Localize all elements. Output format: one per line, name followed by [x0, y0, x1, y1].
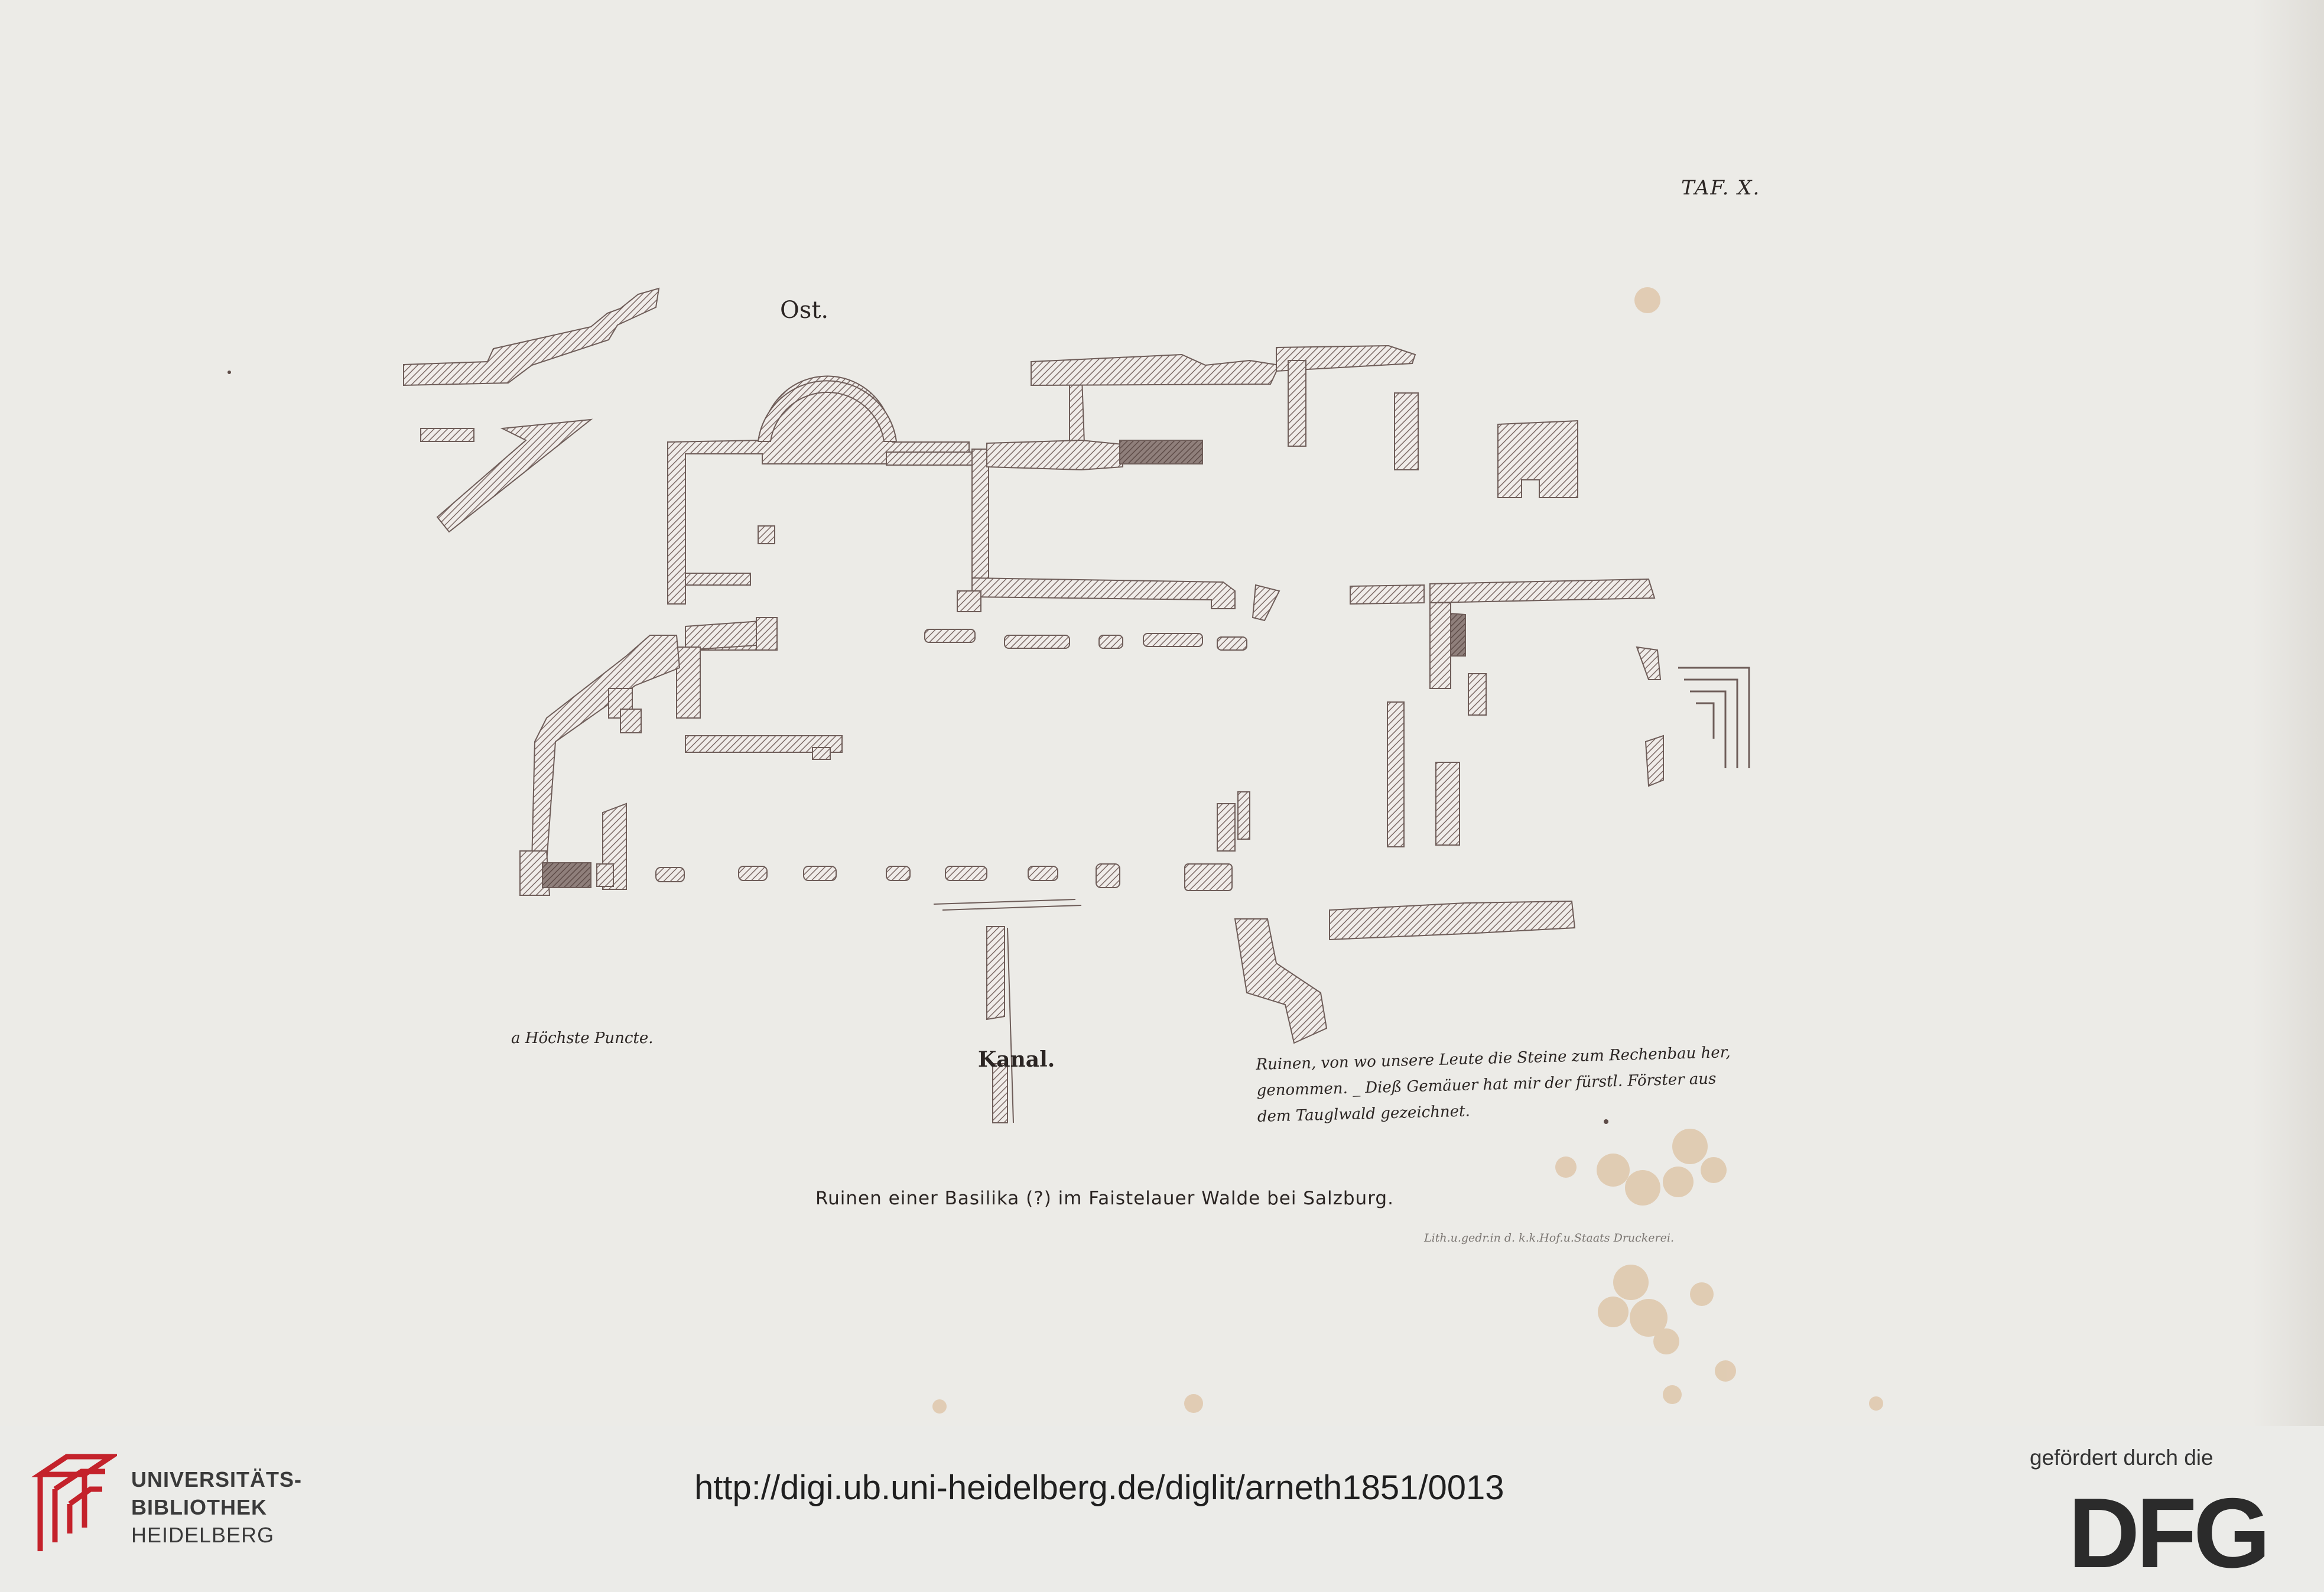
wall-segment [403, 287, 660, 386]
wall-segment [1387, 701, 1405, 847]
apse-wall [757, 380, 898, 442]
wall-segment [1031, 353, 1280, 386]
wall-segment [1217, 803, 1236, 852]
wall-segment [812, 747, 831, 760]
wall-segment [436, 418, 593, 533]
scan-dot [227, 371, 231, 374]
wall-line [933, 899, 1076, 905]
institution-line: BIBLIOTHEK [131, 1495, 267, 1519]
corner-line [1684, 678, 1738, 768]
foxing-stain [1184, 1394, 1203, 1413]
wall-segment [1429, 578, 1656, 604]
wall-line [942, 905, 1082, 911]
wall-segment [676, 646, 701, 719]
foxing-stain [1701, 1157, 1727, 1183]
wall-segment [1429, 602, 1451, 689]
wall-segment [957, 590, 981, 612]
foxing-stain [1690, 1282, 1714, 1306]
wall-segment [1435, 762, 1460, 846]
wall-segment [1234, 918, 1328, 1044]
foxing-stain [1653, 1328, 1679, 1354]
orientation-label: Ost. [780, 297, 829, 324]
pier [1028, 866, 1058, 881]
funding-text: gefördert durch die [2030, 1445, 2214, 1470]
wall-segment [1394, 392, 1419, 470]
pier [655, 867, 685, 882]
pier [945, 866, 987, 881]
wall-segment [971, 449, 989, 586]
pier [803, 866, 837, 881]
scanned-plate: TAF. X. Ost. a Höchste Puncte. Kanal. Ru… [227, 0, 2324, 1426]
pier [886, 866, 911, 881]
foxing-stain [1597, 1154, 1630, 1187]
dfg-logo: DFG [2068, 1477, 2271, 1588]
institution-line: HEIDELBERG [131, 1523, 275, 1547]
plate-number: TAF. X. [1681, 176, 1761, 200]
wall-segment [667, 375, 970, 605]
pier [1004, 635, 1070, 649]
pier-dark [542, 862, 591, 888]
wall-segment [1119, 440, 1203, 464]
pier [1098, 635, 1123, 649]
page-edge-shadow [2253, 0, 2324, 1426]
canal-wall [986, 926, 1005, 1021]
foxing-stain [1672, 1129, 1708, 1164]
wall-segment [886, 451, 976, 466]
pier [1096, 863, 1120, 888]
wall-segment [420, 428, 474, 442]
corner-line [1690, 690, 1727, 768]
foxing-stain [1625, 1170, 1660, 1206]
foxing-stain [1613, 1265, 1649, 1300]
university-library-logo [31, 1454, 117, 1551]
wall-segment [986, 439, 1123, 471]
foxing-stain [932, 1399, 947, 1414]
wall-segment [1288, 360, 1306, 447]
pier [1143, 633, 1203, 647]
wall-segment [756, 617, 778, 651]
wall-segment [1329, 900, 1576, 941]
wall-segment [971, 577, 1236, 609]
wall-segment [1644, 735, 1664, 787]
pier [1217, 636, 1247, 651]
pier [1184, 863, 1233, 891]
channel-label: Kanal. [978, 1047, 1055, 1072]
foxing-stain [1598, 1297, 1629, 1327]
legend-highest-points: a Höchste Puncte. [511, 1029, 654, 1047]
handwritten-note: Ruinen, von wo unsere Leute die Steine z… [1256, 1039, 1732, 1130]
ground-plan-drawing [227, 287, 1883, 1414]
plate-caption: Ruinen einer Basilika (?) im Faistelauer… [815, 1188, 1394, 1209]
pier [924, 629, 976, 643]
printer-imprint: Lith.u.gedr.in d. k.k.Hof.u.Staats Druck… [1424, 1232, 1674, 1245]
digitization-footer [0, 1426, 2324, 1592]
wall-segment [1636, 646, 1662, 680]
wall-segment [1450, 612, 1466, 657]
canal-line [1007, 927, 1014, 1123]
wall-segment [1350, 584, 1425, 605]
foxing-stain [1663, 1385, 1682, 1404]
corner-line [1678, 667, 1750, 768]
square-ruin [1497, 420, 1578, 498]
foxing-stain [1634, 287, 1660, 313]
wall-segment [596, 863, 614, 887]
scan-dot [1604, 1119, 1608, 1124]
permalink-url[interactable]: http://digi.ub.uni-heidelberg.de/diglit/… [694, 1468, 1504, 1507]
foxing-stain [1869, 1396, 1883, 1411]
wall-segment [1276, 345, 1416, 372]
foxing-stain [1555, 1156, 1577, 1178]
foxing-stain [1715, 1360, 1736, 1382]
canal-wall [992, 1063, 1008, 1123]
wall-segment [1252, 584, 1280, 622]
corner-line [1696, 702, 1715, 739]
wall-segment [1237, 791, 1250, 840]
foxing-stain [1663, 1167, 1694, 1197]
pier [738, 866, 768, 881]
wall-segment [685, 573, 751, 586]
wall-segment [1468, 673, 1487, 716]
foxing-stain [1630, 1299, 1668, 1337]
wall-segment [620, 709, 642, 733]
institution-line: UNIVERSITÄTS- [131, 1467, 303, 1492]
wall-segment [758, 525, 775, 544]
